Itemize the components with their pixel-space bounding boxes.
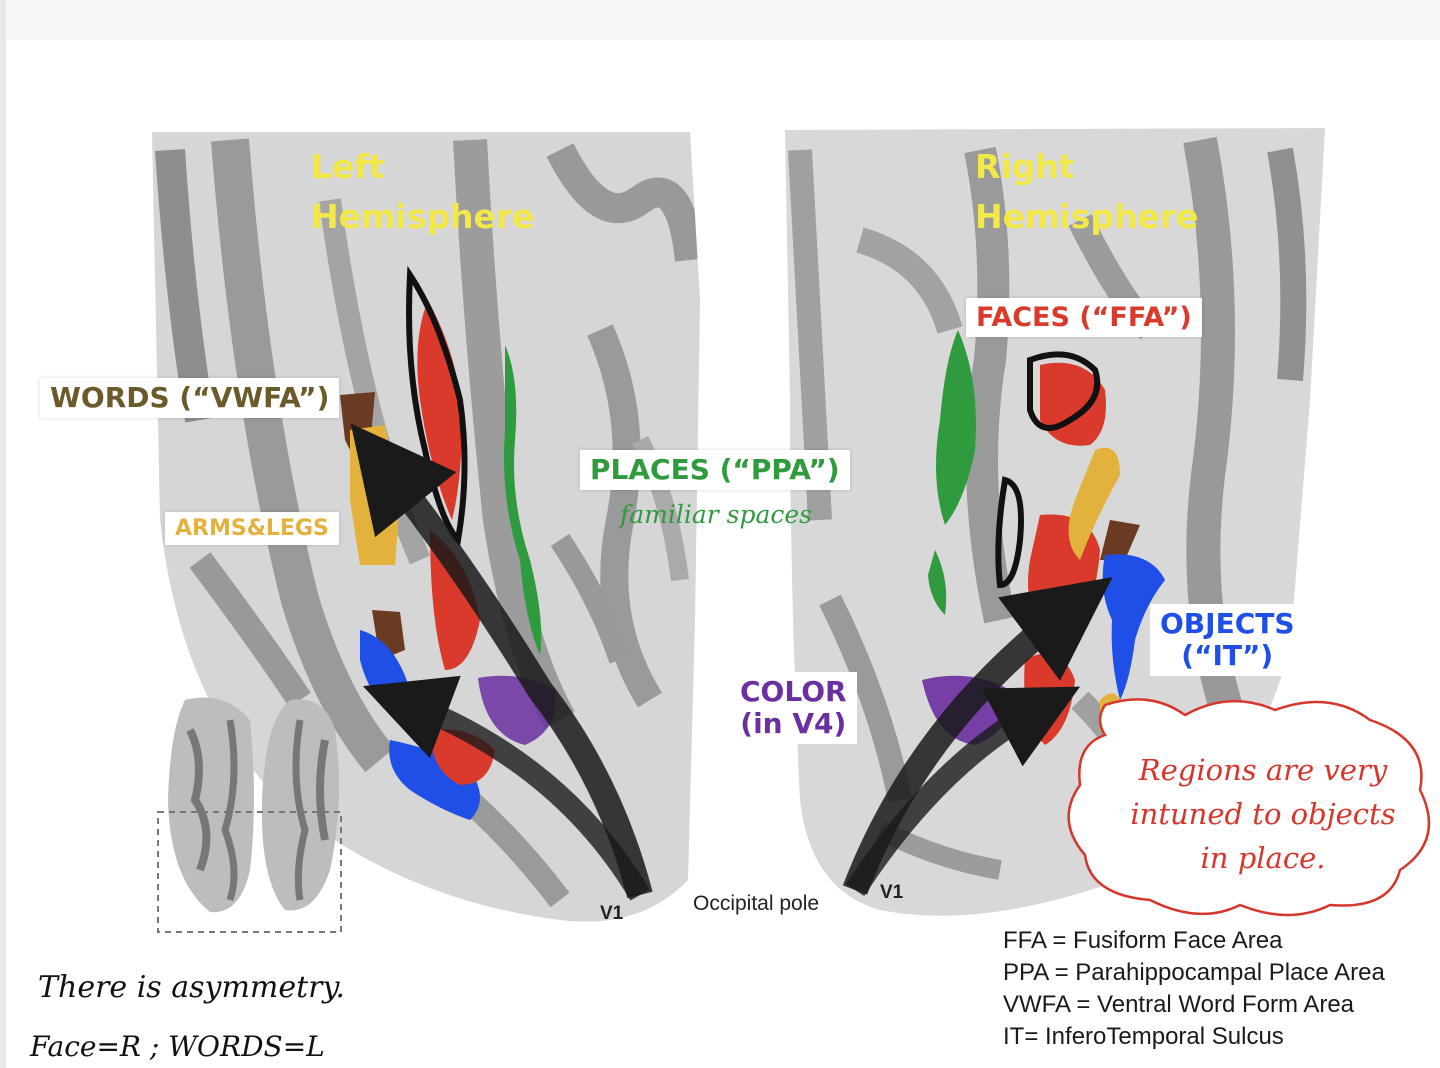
legend-ffa: FFA = Fusiform Face Area (1003, 927, 1283, 954)
left-hemisphere-title: Left Hemisphere (311, 147, 535, 236)
places-region-right-lower (928, 550, 947, 615)
color-label-line1: COLOR (740, 675, 847, 708)
objects-region-right (1102, 554, 1165, 700)
objects-label: OBJECTS (“IT”) (1150, 604, 1305, 677)
arrow-left-objects (362, 675, 650, 901)
note-line-2: intuned to objects (1130, 797, 1396, 831)
handwriting-line-1: There is asymmetry. (38, 970, 346, 1005)
legend-it: IT= InferoTemporal Sulcus (1003, 1023, 1284, 1050)
words-region-right (1100, 520, 1140, 560)
v1-label-left: V1 (600, 903, 624, 924)
words-label: WORDS (“VWFA”) (40, 378, 340, 419)
arms-legs-label: ARMS&LEGS (165, 512, 339, 546)
objects-label-line2: (“IT”) (1181, 639, 1274, 673)
abbreviation-legend: FFA = Fusiform Face Area PPA = Parahippo… (1003, 925, 1385, 1053)
color-label: COLOR (in V4) (730, 672, 857, 745)
note-line-1: Regions are very (1138, 753, 1388, 787)
v1-label-right: V1 (880, 882, 904, 903)
objects-label-line1: OBJECTS (1160, 607, 1295, 640)
places-label: PLACES (“PPA”) (580, 450, 850, 491)
faces-label: FACES (“FFA”) (966, 298, 1202, 338)
right-hemisphere-title: Right Hemisphere (975, 147, 1199, 236)
occipital-pole-label: Occipital pole (693, 892, 820, 915)
handwriting-line-2: Face=R ; WORDS=L (30, 1030, 325, 1063)
legend-vwfa: VWFA = Ventral Word Form Area (1003, 991, 1355, 1018)
arrow-right-objects (845, 686, 1081, 897)
legend-ppa: PPA = Parahippocampal Place Area (1003, 959, 1385, 986)
objects-region-left-lower (389, 740, 480, 820)
color-label-line2: (in V4) (740, 707, 847, 741)
places-region-right (936, 330, 976, 525)
places-region-left (504, 345, 542, 655)
note-cloud (1067, 698, 1431, 917)
whole-brain-inset (157, 697, 342, 933)
ffa-outline-left (406, 265, 468, 547)
note-text: Regions are very intuned to objects in p… (1108, 748, 1418, 880)
places-note: familiar spaces (620, 500, 813, 529)
note-line-3: in place. (1200, 841, 1326, 875)
inset-dashed-box (157, 811, 342, 933)
ffa-outline-right (1027, 351, 1101, 431)
arrow-left-words (350, 423, 653, 899)
arms-legs-region-right (1068, 447, 1120, 560)
